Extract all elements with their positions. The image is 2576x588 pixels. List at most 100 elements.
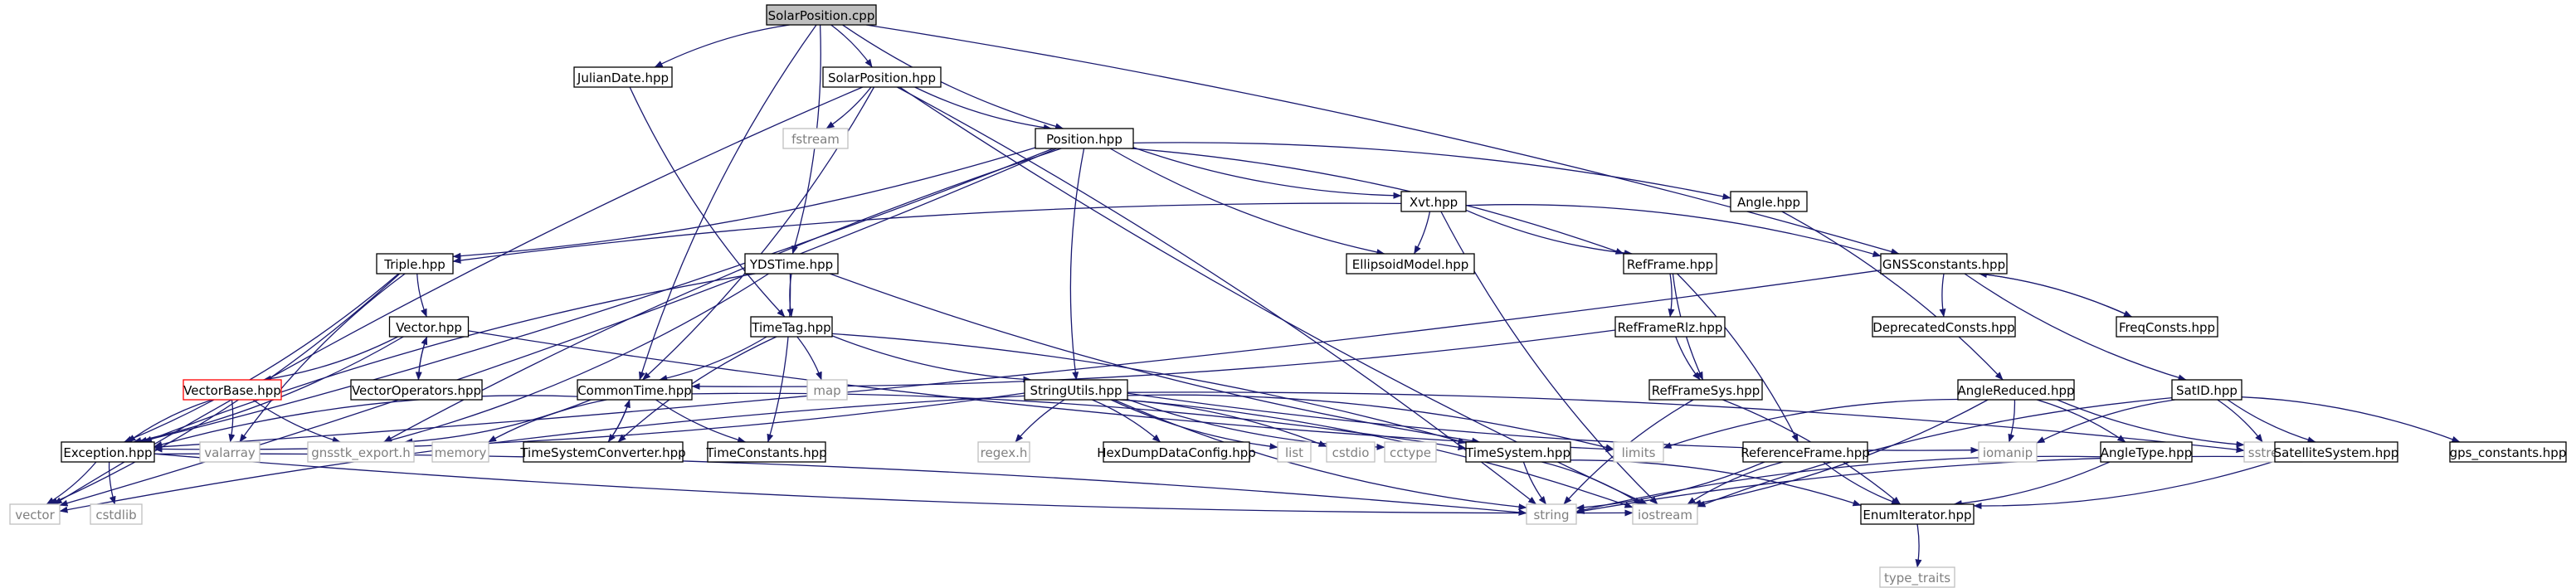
node-deprecatedconsts_hpp[interactable]: DeprecatedConsts.hpp: [1872, 316, 2016, 338]
node-ydstime_hpp[interactable]: YDSTime.hpp: [744, 253, 839, 275]
node-ellipsoidmodel_hpp[interactable]: EllipsoidModel.hpp: [1346, 253, 1475, 275]
node-label-satid_hpp: SatID.hpp: [2176, 383, 2238, 398]
node-valarray[interactable]: valarray: [199, 441, 261, 463]
node-memory[interactable]: memory: [431, 441, 489, 463]
node-angle_hpp[interactable]: Angle.hpp: [1730, 191, 1808, 212]
node-label-memory: memory: [435, 445, 487, 460]
node-solarposition_cpp[interactable]: SolarPosition.cpp: [766, 4, 877, 26]
node-label-valarray: valarray: [204, 445, 256, 460]
node-triple_hpp[interactable]: Triple.hpp: [376, 253, 454, 275]
edge-stringutils_hpp-to-limits: [1127, 394, 1614, 451]
node-gnssconstants_hpp[interactable]: GNSSconstants.hpp: [1880, 253, 2008, 275]
edge-vectoroperators_hpp-to-vector_hpp: [417, 336, 428, 381]
edge-gnssconstants_hpp-to-deprecatedconsts_hpp: [1939, 273, 1946, 318]
node-label-string: string: [1533, 508, 1569, 522]
node-satellitesystem_hpp[interactable]: SatelliteSystem.hpp: [2274, 441, 2399, 463]
node-enumiterator_hpp[interactable]: EnumIterator.hpp: [1860, 503, 1975, 525]
node-angletype_hpp[interactable]: AngleType.hpp: [2100, 441, 2193, 463]
node-timeconstants_hpp[interactable]: TimeConstants.hpp: [705, 441, 827, 463]
node-limits[interactable]: limits: [1613, 441, 1664, 463]
node-vector_hpp[interactable]: Vector.hpp: [388, 316, 470, 338]
edge-gnssconstants_hpp-to-exception_hpp: [153, 270, 1882, 450]
node-box-enumiterator_hpp: [1860, 503, 1975, 525]
edge-anglereduced_hpp-to-iostream: [1692, 399, 1989, 507]
node-label-position_hpp: Position.hpp: [1046, 132, 1122, 147]
node-box-timesystem_hpp: [1465, 441, 1571, 463]
node-box-timetag_hpp: [750, 316, 833, 338]
node-cstdlib[interactable]: cstdlib: [90, 503, 143, 525]
node-gps_constants_hpp[interactable]: gps_constants.hpp: [2449, 441, 2567, 463]
node-box-gnsstk_export_h: [307, 441, 415, 463]
edge-refframerlz_hpp-to-commontime_hpp: [691, 329, 1616, 390]
node-referenceframe_hpp[interactable]: ReferenceFrame.hpp: [1741, 441, 1870, 463]
node-juliandate_hpp[interactable]: JulianDate.hpp: [573, 66, 673, 88]
node-refframesys_hpp[interactable]: RefFrameSys.hpp: [1648, 379, 1763, 401]
node-position_hpp[interactable]: Position.hpp: [1035, 128, 1134, 149]
node-iomanip[interactable]: iomanip: [1978, 441, 2038, 463]
node-refframerlz_hpp[interactable]: RefFrameRlz.hpp: [1614, 316, 1726, 338]
node-label-commontime_hpp: CommonTime.hpp: [577, 383, 692, 398]
node-vector[interactable]: vector: [9, 503, 61, 525]
edge-stringutils_hpp-to-regex_h: [1015, 399, 1065, 443]
node-solarposition_hpp[interactable]: SolarPosition.hpp: [822, 66, 942, 88]
node-hexdumpdataconfig_hpp[interactable]: HexDumpDataConfig.hpp: [1097, 441, 1256, 463]
node-box-exception_hpp: [61, 441, 155, 463]
node-label-timeconstants_hpp: TimeConstants.hpp: [705, 445, 826, 460]
node-label-refframerlz_hpp: RefFrameRlz.hpp: [1618, 320, 1723, 335]
edge-commontime_hpp-to-timeconstants_hpp: [655, 399, 747, 444]
node-vectoroperators_hpp[interactable]: VectorOperators.hpp: [350, 379, 483, 401]
node-anglereduced_hpp[interactable]: AngleReduced.hpp: [1957, 379, 2075, 401]
edge-solarposition_cpp-to-solarposition_hpp: [830, 24, 873, 68]
node-exception_hpp[interactable]: Exception.hpp: [61, 441, 155, 463]
node-type_traits[interactable]: type_traits: [1879, 566, 1955, 588]
node-label-ellipsoidmodel_hpp: EllipsoidModel.hpp: [1352, 257, 1469, 272]
node-box-freqconsts_hpp: [2116, 316, 2218, 338]
node-timesystem_hpp[interactable]: TimeSystem.hpp: [1465, 441, 1571, 463]
node-xvt_hpp[interactable]: Xvt.hpp: [1400, 191, 1467, 212]
node-commontime_hpp[interactable]: CommonTime.hpp: [577, 379, 693, 401]
node-box-memory: [431, 441, 489, 463]
node-label-solarposition_cpp: SolarPosition.cpp: [768, 8, 875, 23]
node-regex_h[interactable]: regex.h: [977, 441, 1030, 463]
node-label-cstdlib: cstdlib: [95, 508, 136, 522]
node-refframe_hpp[interactable]: RefFrame.hpp: [1623, 253, 1717, 275]
node-map[interactable]: map: [806, 379, 848, 401]
node-label-refframesys_hpp: RefFrameSys.hpp: [1652, 383, 1760, 398]
node-box-commontime_hpp: [577, 379, 693, 401]
node-label-list: list: [1285, 445, 1303, 460]
node-label-vectorbase_hpp: VectorBase.hpp: [183, 383, 281, 398]
node-satid_hpp[interactable]: SatID.hpp: [2171, 379, 2242, 401]
node-fstream[interactable]: fstream: [782, 128, 849, 149]
edge-commontime_hpp-to-memory: [488, 399, 607, 443]
edge-triple_hpp-to-exception_hpp: [124, 273, 399, 443]
node-box-list: [1277, 441, 1312, 463]
edge-refframe_hpp-to-refframerlz_hpp: [1668, 273, 1675, 318]
node-freqconsts_hpp[interactable]: FreqConsts.hpp: [2116, 316, 2218, 338]
node-box-gps_constants_hpp: [2449, 441, 2567, 463]
node-box-iomanip: [1978, 441, 2038, 463]
edge-angle_hpp-to-anglereduced_hpp: [1781, 211, 2004, 381]
node-cctype[interactable]: cctype: [1384, 441, 1437, 463]
node-label-juliandate_hpp: JulianDate.hpp: [577, 70, 669, 85]
node-box-satid_hpp: [2171, 379, 2242, 401]
node-stringutils_hpp[interactable]: StringUtils.hpp: [1024, 379, 1128, 401]
node-iostream[interactable]: iostream: [1632, 503, 1698, 525]
edge-ydstime_hpp-to-timeconstants_hpp: [767, 273, 791, 443]
node-timetag_hpp[interactable]: TimeTag.hpp: [750, 316, 833, 338]
edge-stringutils_hpp-to-cctype: [1127, 398, 1385, 450]
node-label-stringutils_hpp: StringUtils.hpp: [1030, 383, 1122, 398]
node-vectorbase_hpp[interactable]: VectorBase.hpp: [183, 379, 282, 401]
edge-exception_hpp-to-vector: [46, 461, 97, 505]
edge-position_hpp-to-angle_hpp: [1132, 142, 1731, 200]
node-gnsstk_export_h[interactable]: gnsstk_export.h: [307, 441, 415, 463]
node-list[interactable]: list: [1277, 441, 1312, 463]
edge-juliandate_hpp-to-timetag_hpp: [629, 86, 786, 318]
node-string[interactable]: string: [1526, 503, 1577, 525]
node-cstdio[interactable]: cstdio: [1326, 441, 1376, 463]
node-box-ydstime_hpp: [744, 253, 839, 275]
node-box-iostream: [1632, 503, 1698, 525]
node-timesystemconverter_hpp[interactable]: TimeSystemConverter.hpp: [519, 441, 686, 463]
node-box-regex_h: [977, 441, 1030, 463]
edge-timesystemconverter_hpp-to-commontime_hpp: [607, 399, 631, 443]
